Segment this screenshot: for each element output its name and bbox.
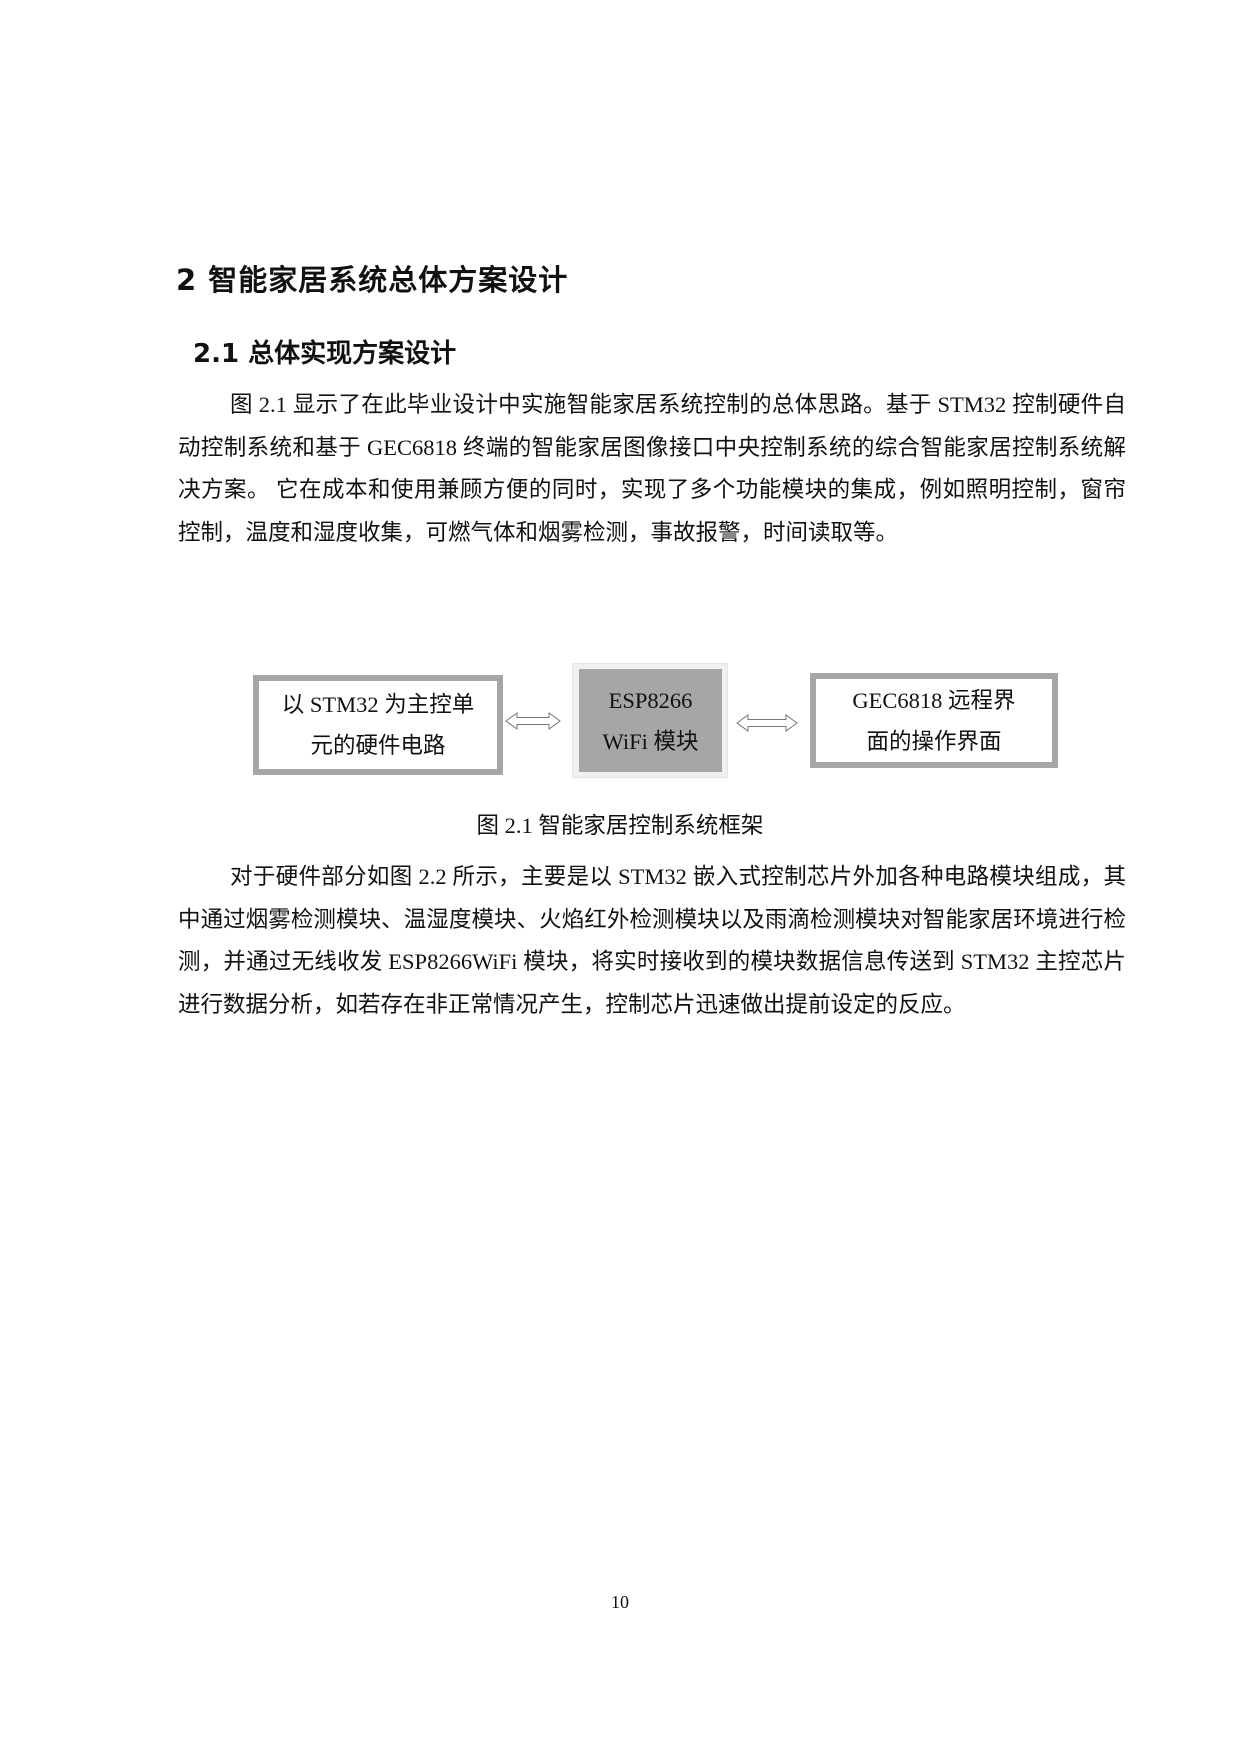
- box-label-line: 面的操作界面: [866, 728, 1002, 754]
- box-label-line: 元的硬件电路: [310, 733, 446, 758]
- wifi-module-box: ESP8266 WiFi 模块: [579, 669, 722, 772]
- paragraph-hardware: 对于硬件部分如图 2.2 所示，主要是以 STM32 嵌入式控制芯片外加各种电路…: [178, 856, 1126, 1026]
- box-label-line: GEC6818 远程界: [852, 687, 1016, 713]
- paragraph-overview: 图 2.1 显示了在此毕业设计中实施智能家居系统控制的总体思路。基于 STM32…: [178, 384, 1126, 554]
- hardware-circuit-box: 以 STM32 为主控单 元的硬件电路: [253, 675, 503, 775]
- chapter-heading: 2 智能家居系统总体方案设计: [176, 263, 569, 297]
- box-label-line: ESP8266: [608, 687, 693, 713]
- double-arrow-icon: [736, 714, 798, 732]
- page-number: 10: [611, 1592, 629, 1612]
- box-label-line: WiFi 模块: [602, 728, 699, 754]
- paragraph-text: 图 2.1 显示了在此毕业设计中实施智能家居系统控制的总体思路。基于 STM32…: [178, 392, 1126, 545]
- paragraph-text: 对于硬件部分如图 2.2 所示，主要是以 STM32 嵌入式控制芯片外加各种电路…: [178, 864, 1126, 1017]
- remote-interface-box: GEC6818 远程界 面的操作界面: [810, 673, 1058, 768]
- double-arrow-icon: [505, 712, 561, 730]
- box-label-line: 以 STM32 为主控单: [281, 692, 475, 717]
- section-heading: 2.1 总体实现方案设计: [193, 339, 457, 369]
- figure-caption: 图 2.1 智能家居控制系统框架: [476, 813, 764, 838]
